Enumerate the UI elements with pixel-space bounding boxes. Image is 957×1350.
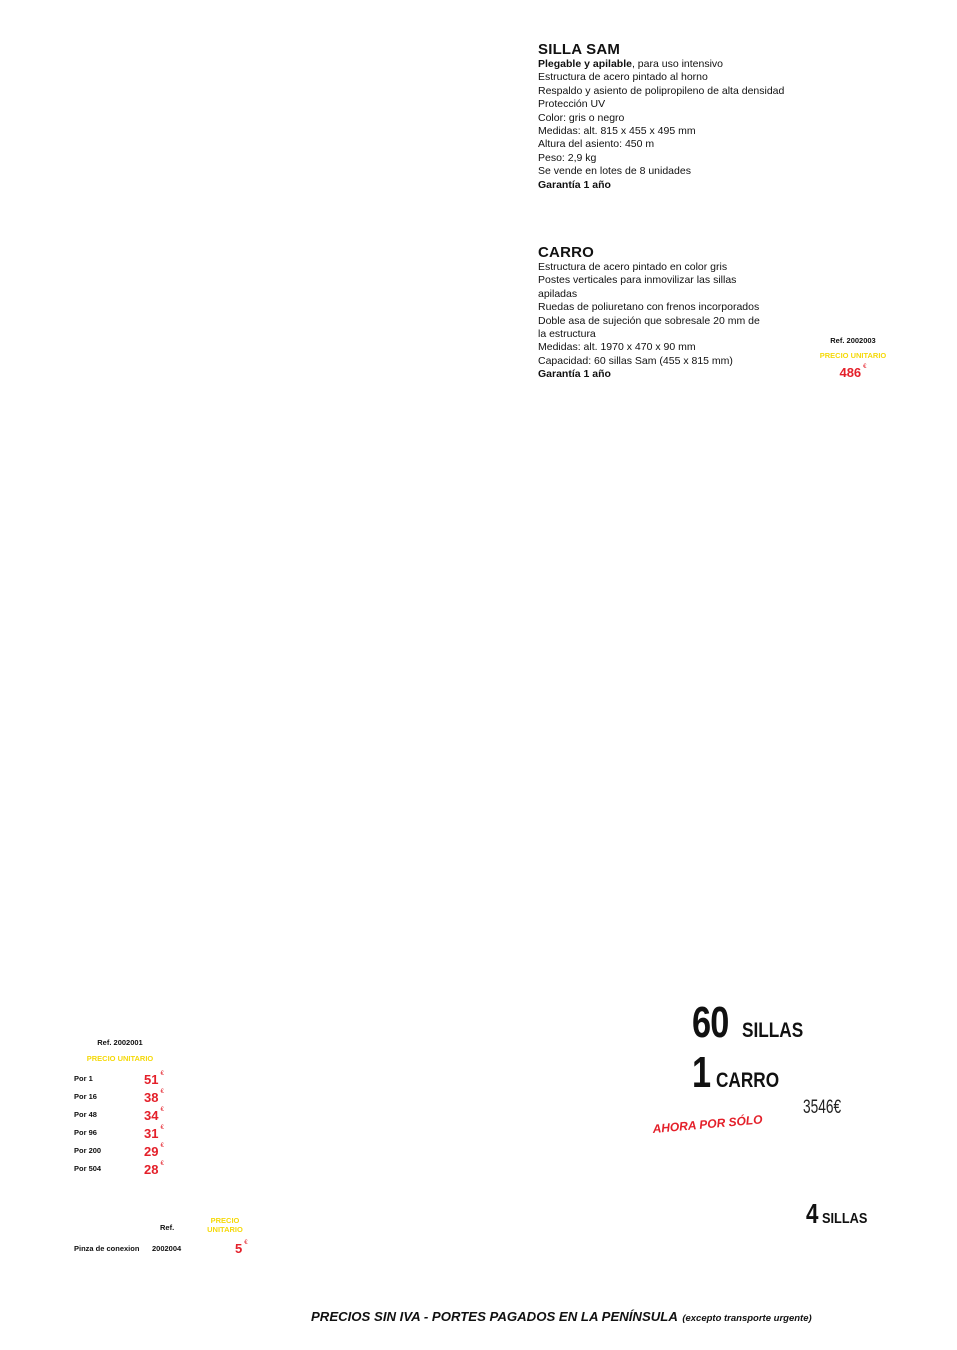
table-row: Por 16 38€	[74, 1089, 174, 1107]
carro-ref: Ref. 2002003	[830, 336, 876, 345]
carro-line: Estructura de acero pintado en color gri…	[538, 261, 728, 273]
carro-line: Medidas: alt. 1970 x 470 x 90 mm	[538, 341, 696, 354]
silla-price-ref: Ref. 2002001 PRECIO UNITARIO	[84, 1038, 156, 1063]
carro-price-value: 486	[839, 365, 862, 380]
price-cell: 38€	[144, 1089, 164, 1107]
pinza-currency: €	[244, 1240, 248, 1246]
price-cell: 51€	[144, 1071, 164, 1089]
pinza-ref: 2002004	[152, 1244, 182, 1253]
silla-sam-line: Protección UV	[538, 98, 606, 111]
small-offer-label: SILLAS	[821, 1210, 867, 1227]
price-value: 29	[144, 1144, 159, 1159]
offer-qty-sillas: 60	[692, 998, 729, 1047]
offer-line-sillas: 60 SILLAS	[692, 998, 817, 1048]
price-currency: €	[160, 1107, 164, 1113]
carro-price-box: Ref. 2002003 PRECIO UNITARIO 486€	[808, 336, 898, 382]
carro-line: Capacidad: 60 sillas Sam (455 x 815 mm)	[538, 354, 733, 367]
price-qty: Por 48	[74, 1110, 97, 1119]
price-currency: €	[160, 1089, 164, 1095]
silla-sam-line: Color: gris o negro	[538, 111, 625, 124]
price-currency: €	[160, 1071, 164, 1077]
price-value: 38	[144, 1090, 159, 1105]
pinza-name: Pinza de conexion	[74, 1244, 140, 1253]
carro-line: Ruedas de poliuretano con frenos incorpo…	[538, 301, 760, 314]
carro-guarantee: Garantía 1 año	[538, 368, 611, 381]
price-value: 51	[144, 1072, 159, 1087]
carro-description: Estructura de acero pintado en color gri…	[538, 261, 760, 382]
silla-ref: Ref. 2002001	[97, 1038, 143, 1047]
pinza-unit-label-1: PRECIO	[210, 1216, 240, 1225]
price-cell: 29€	[144, 1143, 164, 1161]
silla-sam-line: Altura del asiento: 450 m	[538, 138, 655, 151]
silla-sam-lead-rest: , para uso intensivo	[631, 58, 724, 70]
carro-section: CARRO Estructura de acero pintado en col…	[538, 244, 760, 382]
offer-price-value: 3546	[803, 1097, 834, 1118]
price-cell: 34€	[144, 1107, 164, 1125]
offer-qty-carro: 1	[692, 1048, 712, 1097]
small-offer-qty: 4	[806, 1198, 819, 1229]
carro-currency: €	[863, 364, 867, 370]
price-value: 28	[144, 1162, 159, 1177]
carro-title: CARRO	[538, 244, 594, 261]
silla-sam-description: Plegable y apilable, para uso intensivo …	[538, 58, 784, 192]
carro-unit-label: PRECIO UNITARIO	[819, 351, 887, 360]
table-row: Por 48 34€	[74, 1107, 174, 1125]
silla-unit-label: PRECIO UNITARIO	[86, 1054, 154, 1063]
carro-price: 486€	[808, 364, 898, 382]
footer-note: (excepto transporte urgente)	[682, 1313, 812, 1324]
silla-sam-line: Medidas: alt. 815 x 455 x 495 mm	[538, 125, 696, 138]
carro-line: apiladas	[538, 287, 578, 300]
price-currency: €	[160, 1125, 164, 1131]
silla-sam-line: Estructura de acero pintado al horno	[538, 71, 708, 84]
price-currency: €	[160, 1161, 164, 1167]
carro-line: la estructura	[538, 328, 596, 341]
offer-label-carro: CARRO	[716, 1069, 780, 1092]
footer: PRECIOS SIN IVA - PORTES PAGADOS EN LA P…	[311, 1308, 812, 1326]
footer-main: PRECIOS SIN IVA - PORTES PAGADOS EN LA P…	[311, 1309, 678, 1324]
price-cell: 31€	[144, 1125, 164, 1143]
silla-price-table: Por 1 51€ Por 16 38€ Por 48 34€ Por 96 3…	[74, 1071, 174, 1179]
offer-now-only: AHORA POR SÓLO	[652, 1112, 764, 1136]
price-qty: Por 200	[74, 1146, 102, 1155]
pinza-price-value: 5	[235, 1241, 243, 1256]
table-row: Por 96 31€	[74, 1125, 174, 1143]
offer-price: 3546€	[803, 1097, 841, 1119]
pinza-unit-label: PRECIO UNITARIO	[200, 1216, 250, 1234]
price-value: 34	[144, 1108, 159, 1123]
carro-line: Doble asa de sujeción que sobresale 20 m…	[538, 314, 760, 327]
silla-sam-guarantee: Garantía 1 año	[538, 178, 611, 191]
offer-currency: €	[833, 1097, 842, 1118]
silla-sam-title: SILLA SAM	[538, 41, 621, 58]
silla-sam-line: Respaldo y asiento de polipropileno de a…	[538, 84, 785, 97]
pinza-unit-label-2: UNITARIO	[207, 1225, 243, 1234]
silla-sam-line: Peso: 2,9 kg	[538, 151, 597, 164]
carro-line: Postes verticales para inmovilizar las s…	[538, 274, 737, 287]
table-row: Por 1 51€	[74, 1071, 174, 1089]
price-value: 31	[144, 1126, 159, 1141]
price-qty: Por 1	[74, 1074, 93, 1083]
price-qty: Por 504	[74, 1164, 102, 1173]
silla-sam-lead-bold: Plegable y apilable	[538, 58, 632, 70]
silla-sam-section: SILLA SAM Plegable y apilable, para uso …	[538, 41, 784, 192]
pinza-ref-header: Ref.	[160, 1223, 175, 1232]
price-qty: Por 16	[74, 1092, 97, 1101]
table-row: Por 504 28€	[74, 1161, 174, 1179]
price-currency: €	[160, 1143, 164, 1149]
offer-label-sillas: SILLAS	[742, 1019, 804, 1042]
price-qty: Por 96	[74, 1128, 97, 1137]
silla-sam-line: Se vende en lotes de 8 unidades	[538, 165, 691, 178]
silla-sam-lead: Plegable y apilable, para uso intensivo	[538, 58, 784, 71]
price-cell: 28€	[144, 1161, 164, 1179]
table-row: Por 200 29€	[74, 1143, 174, 1161]
pinza-price: 5€	[235, 1240, 248, 1258]
